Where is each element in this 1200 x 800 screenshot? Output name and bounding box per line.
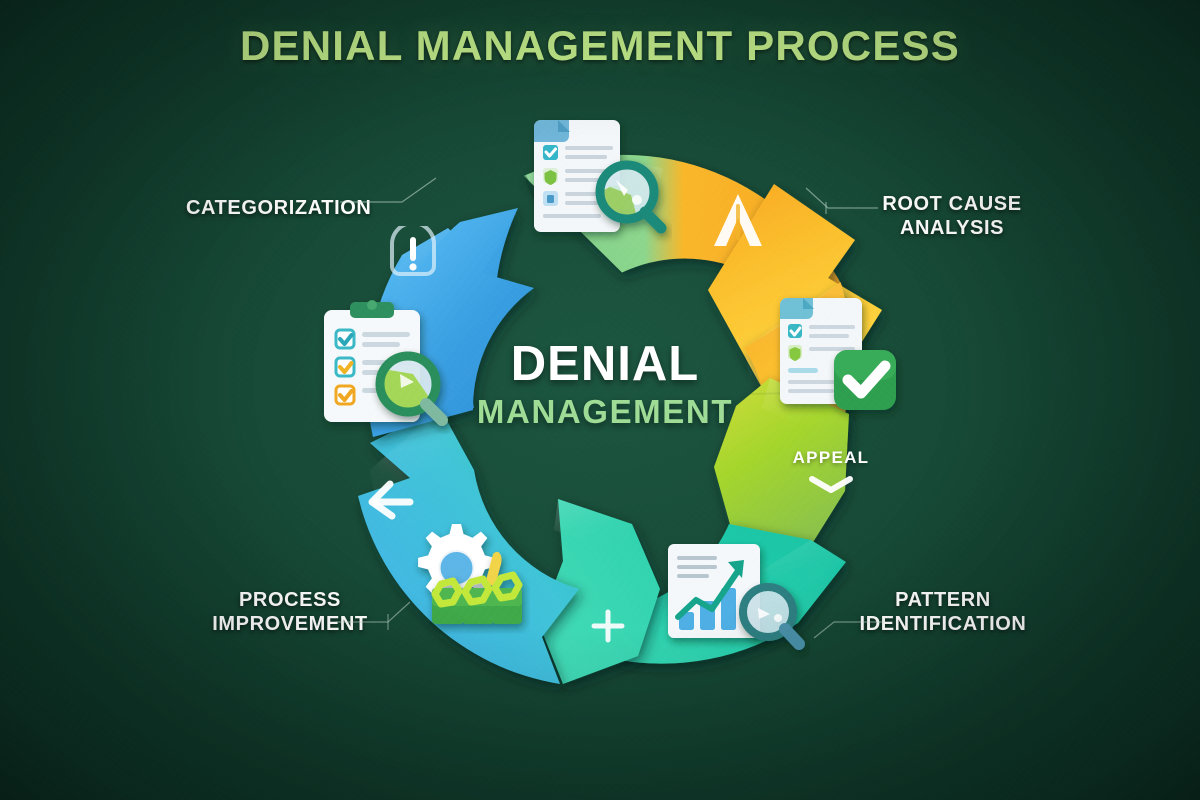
clipboard-checklist-magnifier-icon [324, 300, 448, 426]
label-categorization: CATEGORIZATION [186, 197, 372, 219]
alert-exclamation-icon [390, 226, 436, 276]
segment-label-appeal: APPEAL [792, 448, 870, 467]
segment-pattern-chevron[interactable] [539, 499, 660, 684]
document-approved-check-icon [780, 298, 896, 410]
label-root-cause-analysis: ROOT CAUSE ANALYSIS [882, 193, 1022, 240]
plus-icon [591, 609, 625, 643]
label-pattern-identification: PATTERN IDENTIFICATION [859, 589, 1027, 636]
bar-chart-growth-magnifier-icon [668, 544, 805, 650]
chevron-down-icon [809, 476, 853, 493]
label-process-improvement: PROCESS IMPROVEMENT [212, 589, 368, 636]
document-checklist-magnifier-icon [534, 120, 667, 234]
page-title: DENIAL MANAGEMENT PROCESS [240, 22, 960, 69]
cycle-diagram [358, 154, 882, 684]
gears-cogs-icon [418, 524, 523, 624]
arrow-left-icon [368, 480, 414, 520]
upward-arrow-icon [714, 194, 762, 246]
